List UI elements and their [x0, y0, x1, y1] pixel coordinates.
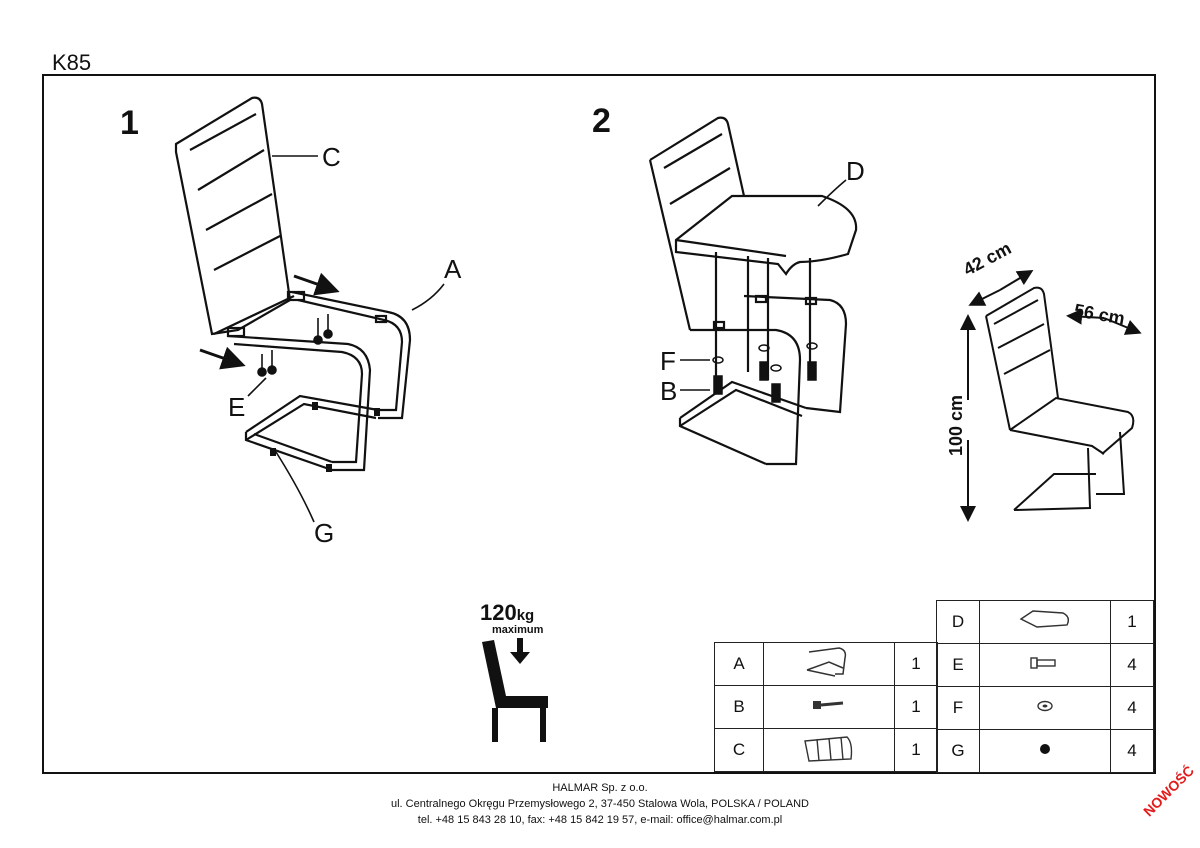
- callout-b: B: [660, 376, 678, 406]
- load-rating-unit: kg: [516, 607, 535, 624]
- table-row: F 4: [936, 686, 1154, 730]
- table-row: D 1: [936, 600, 1154, 644]
- screw-icon: [979, 643, 1111, 687]
- part-qty: 1: [894, 642, 938, 686]
- part-code: D: [936, 600, 980, 644]
- part-qty: 1: [894, 685, 938, 729]
- part-qty: 1: [894, 728, 938, 772]
- dimension-chair-drawing: [985, 286, 1135, 511]
- step-2-chair-drawing: [648, 116, 858, 466]
- frame-part-icon: [763, 642, 895, 686]
- dimension-height: 100 cm: [946, 394, 966, 456]
- part-qty: 4: [1110, 686, 1154, 730]
- callout-f: F: [660, 346, 676, 376]
- company-contact: tel. +48 15 843 28 10, fax: +48 15 842 1…: [417, 814, 783, 826]
- part-code: F: [936, 686, 980, 730]
- table-row: E 4: [936, 643, 1154, 687]
- load-rating: 120kg: [480, 600, 534, 626]
- step-2-leader-lines: [680, 179, 847, 391]
- part-qty: 1: [1110, 600, 1154, 644]
- company-footer: HALMAR Sp. z o.o. ul. Centralnego Okręgu…: [0, 780, 1200, 828]
- part-qty: 4: [1110, 643, 1154, 687]
- callout-a: A: [444, 254, 462, 284]
- backrest-part-icon: [763, 728, 895, 772]
- step-1-number: 1: [120, 104, 139, 142]
- model-name: K85: [52, 50, 92, 75]
- part-code: G: [936, 729, 980, 773]
- parts-table-right: D 1 E 4 F 4 G 4: [936, 600, 1154, 773]
- screws-e-drawing: [257, 314, 333, 377]
- table-row: B 1: [714, 685, 938, 729]
- load-rating-value: 120: [480, 600, 517, 625]
- company-address: ul. Centralnego Okręgu Przemysłowego 2, …: [390, 798, 809, 810]
- caps-g-drawing: [270, 402, 380, 472]
- company-name: HALMAR Sp. z o.o.: [552, 782, 648, 794]
- table-row: C 1: [714, 728, 938, 772]
- seat-part-icon: [979, 600, 1111, 644]
- table-row: G 4: [936, 729, 1154, 773]
- frame-a-drawing: [226, 290, 412, 472]
- callout-g: G: [314, 518, 335, 548]
- bolt-icon: [763, 685, 895, 729]
- step-1-arrows: [199, 272, 340, 370]
- part-code: B: [714, 685, 764, 729]
- instruction-frame: [42, 74, 1156, 774]
- load-pictogram: [482, 638, 548, 742]
- parts-table-left: A 1 B 1 C 1: [714, 642, 938, 772]
- cap-icon: [979, 729, 1111, 773]
- fasteners-b-f-drawing: [712, 342, 818, 403]
- step-1-leader-lines: [247, 155, 445, 523]
- step-2-number: 2: [592, 102, 611, 140]
- backrest-drawing: [174, 96, 295, 336]
- part-code: E: [936, 643, 980, 687]
- callout-c: C: [322, 142, 341, 172]
- part-qty: 4: [1110, 729, 1154, 773]
- load-rating-note: maximum: [492, 624, 544, 636]
- part-code: A: [714, 642, 764, 686]
- dimension-arrows: [960, 269, 1142, 522]
- callout-d: D: [846, 156, 865, 186]
- part-code: C: [714, 728, 764, 772]
- table-row: A 1: [714, 642, 938, 686]
- callout-e: E: [228, 392, 246, 422]
- washer-icon: [979, 686, 1111, 730]
